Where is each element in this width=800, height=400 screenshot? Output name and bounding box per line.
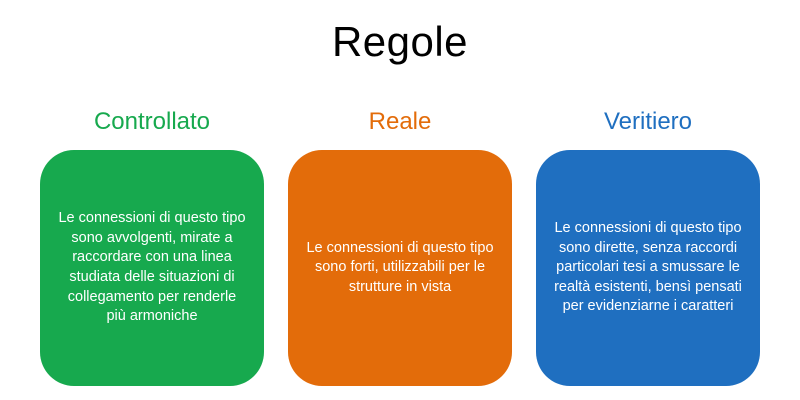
column-body-reale: Le connessioni di questo tipo sono forti… — [306, 239, 494, 295]
column-controllato: Controllato Le connessioni di questo tip… — [40, 108, 264, 386]
column-body-veritiero: Le connessioni di questo tipo sono diret… — [554, 220, 742, 315]
column-reale: Reale Le connessioni di questo tipo sono… — [288, 108, 512, 386]
column-heading-reale: Reale — [368, 108, 432, 135]
page-title: Regole — [331, 18, 469, 65]
column-body-controllato: Le connessioni di questo tipo sono avvol… — [58, 210, 246, 325]
column-box-reale: Le connessioni di questo tipo sono forti… — [288, 150, 512, 386]
column-box-veritiero: Le connessioni di questo tipo sono diret… — [536, 150, 760, 386]
column-veritiero: Veritiero Le connessioni di questo tipo … — [536, 108, 760, 386]
columns-container: Controllato Le connessioni di questo tip… — [40, 108, 760, 386]
column-heading-controllato: Controllato — [93, 108, 211, 135]
column-box-controllato: Le connessioni di questo tipo sono avvol… — [40, 150, 264, 386]
column-heading-veritiero: Veritiero — [603, 108, 693, 135]
